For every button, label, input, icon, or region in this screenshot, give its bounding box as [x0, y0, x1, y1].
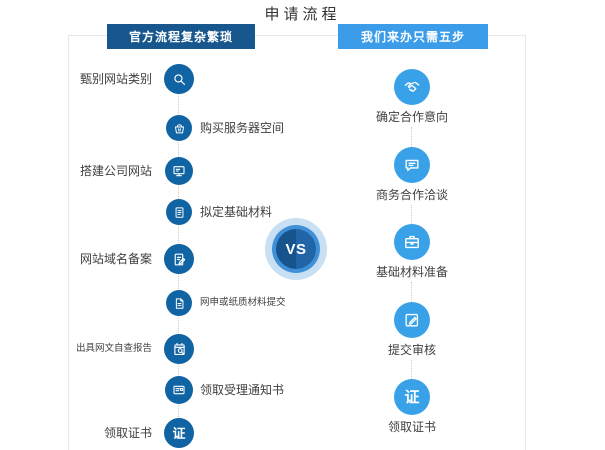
right-timeline-connector [411, 282, 412, 302]
step-circle [394, 302, 430, 338]
right-timeline-connector [411, 205, 412, 224]
step-circle [166, 290, 192, 316]
report-search-icon [171, 341, 188, 358]
step-label: 确定合作意向 [375, 110, 448, 124]
page-title: 申请流程 [264, 6, 341, 23]
step-label: 甄别网站类别 [79, 72, 152, 86]
step-label: 领取受理通知书 [200, 383, 285, 397]
step-circle [394, 69, 430, 105]
certificate-icon: 证 [404, 388, 420, 406]
chat-icon [402, 155, 422, 175]
notice-card-icon [171, 382, 187, 398]
step-label: 出具网文自查报告 [75, 343, 152, 354]
step-circle [165, 157, 193, 185]
file-submit-icon [172, 296, 187, 311]
step-circle [394, 224, 430, 260]
step-circle [164, 64, 194, 94]
vs-badge-ring: VS [272, 225, 320, 273]
document-edit-icon [171, 251, 188, 268]
edit-icon [402, 310, 422, 330]
monitor-icon [171, 163, 187, 179]
step-circle [165, 376, 193, 404]
step-label: 搭建公司网站 [79, 164, 152, 178]
briefcase-icon [402, 232, 422, 252]
document-icon [172, 205, 187, 220]
vs-label: VS [285, 240, 307, 258]
step-label: 拟定基础材料 [200, 205, 273, 219]
step-label: 领取证书 [103, 426, 152, 440]
step-label: 领取证书 [387, 420, 436, 434]
handshake-icon [402, 77, 422, 97]
step-circle [166, 115, 192, 141]
right-flow-header: 我们来办只需五步 [338, 24, 488, 49]
vs-badge-inner: VS [276, 229, 316, 269]
vs-badge: VS [265, 218, 327, 280]
step-label: 网申或纸质材料提交 [200, 297, 286, 308]
step-circle [164, 334, 194, 364]
search-icon [171, 71, 188, 88]
step-circle: 证 [394, 379, 430, 415]
certificate-icon: 证 [172, 425, 186, 441]
step-label: 商务合作洽谈 [375, 188, 448, 202]
step-label: 基础材料准备 [375, 265, 448, 279]
shopping-basket-icon [172, 121, 187, 136]
step-circle [164, 244, 194, 274]
left-flow-header: 官方流程复杂繁琐 [107, 24, 255, 49]
right-timeline-connector [411, 127, 412, 147]
step-label: 提交审核 [387, 343, 436, 357]
step-label: 网站域名备案 [79, 252, 152, 266]
step-circle: 证 [164, 418, 194, 448]
step-circle [394, 147, 430, 183]
step-label: 购买服务器空间 [200, 121, 285, 135]
right-timeline-connector [411, 360, 412, 379]
step-circle [166, 199, 192, 225]
